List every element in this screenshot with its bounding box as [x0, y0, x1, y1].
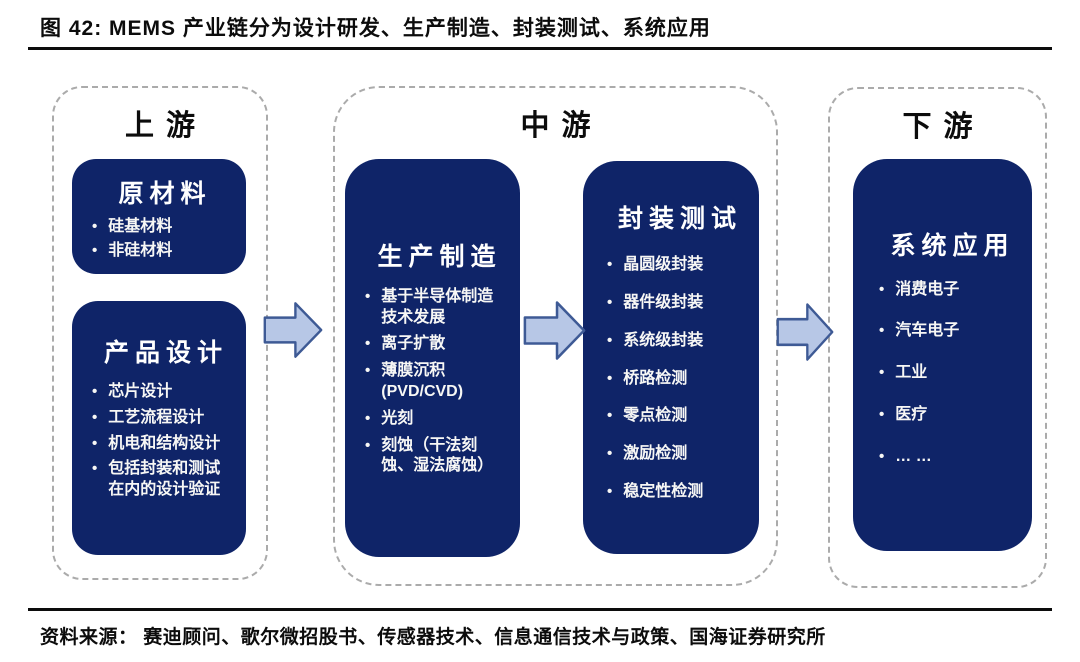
list-item: • 包括封装和测试在内的设计验证: [92, 459, 234, 501]
bullet-icon: •: [879, 405, 885, 423]
figure-title: 图 42: MEMS 产业链分为设计研发、生产制造、封装测试、系统应用: [40, 17, 711, 40]
list-item-text: 芯片设计: [108, 383, 173, 400]
list-item: • 基于半导体制造技术发展: [365, 287, 508, 329]
box-packaging-testing: 封装测试 • 晶圆级封装 • 器件级封装 • 系统级封装 • 桥路检测 • 零点检测 • 激…: [583, 161, 759, 554]
bullet-icon: •: [607, 369, 613, 387]
list-item-text: 工艺流程设计: [108, 408, 205, 426]
box-system-applications-title: 系统应用: [890, 231, 1015, 260]
list-item: • 系统级封装: [607, 331, 747, 352]
bullet-icon: •: [607, 256, 613, 274]
source-note: 资料来源： 赛迪顾问、歌尔微招股书、传感器技术、信息通信技术与政策、国海证券研究…: [40, 627, 826, 648]
list-item: • 芯片设计: [92, 382, 234, 403]
bullet-icon: •: [365, 362, 371, 380]
box-packaging-testing-title: 封装测试: [617, 205, 742, 234]
bullet-icon: •: [92, 408, 98, 426]
bullet-icon: •: [607, 331, 613, 349]
list-item: • 工艺流程设计: [92, 408, 234, 429]
list-item-text: 桥路检测: [623, 369, 688, 387]
bullet-icon: •: [607, 445, 613, 463]
box-manufacturing-title: 生产制造: [377, 242, 502, 271]
bullet-icon: •: [879, 280, 885, 298]
list-item: • 非硅材料: [92, 241, 232, 262]
bullet-icon: •: [879, 322, 885, 340]
list-item: • 机电和结构设计: [92, 434, 234, 455]
bullet-icon: •: [92, 383, 98, 400]
bullet-icon: •: [92, 434, 98, 452]
list-item: • 薄膜沉积 (PVD/CVD): [365, 361, 508, 403]
panel-midstream-label: 中游: [520, 110, 603, 142]
list-item: • 器件级封装: [607, 293, 747, 314]
list-item-text: … …: [895, 447, 932, 465]
list-item-text: 硅基材料: [108, 218, 173, 235]
bullet-icon: •: [92, 218, 98, 235]
list-item-text: 包括封装和测试在内的设计验证: [108, 460, 221, 499]
list-item-text: 器件级封装: [623, 294, 704, 311]
box-system-applications: 系统应用 • 消费电子 • 汽车电子 • 工业 • 医疗 • … …: [853, 159, 1032, 551]
list-item: • 刻蚀（干法刻蚀、湿法腐蚀）: [365, 436, 508, 478]
bullet-icon: •: [365, 409, 371, 427]
box-packaging-testing-list: • 晶圆级封装 • 器件级封装 • 系统级封装 • 桥路检测 • 零点检测 • 激励检测 •…: [607, 255, 747, 520]
list-item: • 光刻: [365, 409, 508, 430]
box-manufacturing-list: • 基于半导体制造技术发展 • 离子扩散 • 薄膜沉积 (PVD/CVD) • 光刻 •…: [365, 287, 508, 483]
list-item: • 汽车电子: [879, 321, 1020, 342]
bullet-icon: •: [92, 460, 98, 478]
box-product-design-title: 产品设计: [103, 339, 228, 367]
list-item-text: 刻蚀（干法刻蚀、湿法腐蚀）: [381, 436, 494, 475]
list-item-text: 晶圆级封装: [623, 256, 704, 274]
list-item: • 硅基材料: [92, 217, 232, 238]
list-item-text: 汽车电子: [895, 322, 960, 340]
list-item-text: 医疗: [895, 405, 928, 423]
list-item: • 消费电子: [879, 280, 1020, 301]
list-item-text: 离子扩散: [381, 335, 446, 353]
bullet-icon: •: [879, 447, 885, 465]
list-item-text: 非硅材料: [108, 241, 173, 259]
bullet-icon: •: [365, 436, 371, 454]
arrow-manufacturing-to-packaging-icon: [523, 301, 586, 360]
bullet-icon: •: [879, 364, 885, 382]
list-item: • 激励检测: [607, 444, 747, 465]
panel-midstream: 中游 生产制造 • 基于半导体制造技术发展 • 离子扩散 • 薄膜沉积 (PVD/CV…: [333, 86, 778, 586]
panel-downstream-label: 下游: [902, 111, 985, 143]
list-item-text: 光刻: [381, 409, 414, 427]
list-item-text: 系统级封装: [623, 331, 704, 349]
list-item-text: 薄膜沉积 (PVD/CVD): [381, 362, 464, 400]
footer-divider: [28, 608, 1052, 611]
list-item-text: 机电和结构设计: [108, 434, 221, 452]
list-item-text: 零点检测: [623, 407, 688, 425]
list-item-text: 基于半导体制造技术发展: [381, 287, 494, 326]
bullet-icon: •: [365, 335, 371, 353]
box-product-design: 产品设计 • 芯片设计 • 工艺流程设计 • 机电和结构设计 • 包括封装和测试在内的设…: [72, 301, 246, 555]
box-raw-materials: 原材料 • 硅基材料 • 非硅材料: [72, 159, 246, 274]
box-raw-materials-list: • 硅基材料 • 非硅材料: [92, 217, 232, 265]
arrow-upstream-to-midstream-icon: [263, 302, 323, 358]
bullet-icon: •: [92, 241, 98, 259]
box-system-applications-list: • 消费电子 • 汽车电子 • 工业 • 医疗 • … …: [879, 280, 1020, 489]
panel-upstream-label: 上游: [124, 110, 207, 142]
list-item: • 医疗: [879, 405, 1020, 426]
list-item: • … …: [879, 447, 1020, 468]
list-item-text: 消费电子: [895, 280, 960, 298]
list-item: • 桥路检测: [607, 369, 747, 390]
arrow-midstream-to-downstream-icon: [776, 303, 834, 361]
bullet-icon: •: [607, 482, 613, 500]
bullet-icon: •: [365, 287, 371, 305]
list-item: • 离子扩散: [365, 334, 508, 355]
panel-upstream: 上游 原材料 • 硅基材料 • 非硅材料 产品设计 • 芯片设计 • 工艺流程设计 • 机…: [52, 86, 268, 580]
list-item: • 零点检测: [607, 406, 747, 427]
bullet-icon: •: [607, 294, 613, 311]
box-raw-materials-title: 原材料: [118, 180, 212, 208]
title-divider: [28, 47, 1052, 50]
list-item-text: 激励检测: [623, 445, 688, 463]
list-item: • 稳定性检测: [607, 482, 747, 503]
list-item: • 工业: [879, 363, 1020, 384]
panel-downstream: 下游 系统应用 • 消费电子 • 汽车电子 • 工业 • 医疗 • … …: [828, 87, 1047, 588]
box-manufacturing: 生产制造 • 基于半导体制造技术发展 • 离子扩散 • 薄膜沉积 (PVD/CVD) …: [345, 159, 520, 557]
list-item-text: 工业: [895, 364, 928, 382]
list-item-text: 稳定性检测: [623, 482, 704, 500]
box-product-design-list: • 芯片设计 • 工艺流程设计 • 机电和结构设计 • 包括封装和测试在内的设计验证: [92, 382, 234, 506]
list-item: • 晶圆级封装: [607, 255, 747, 276]
bullet-icon: •: [607, 407, 613, 425]
